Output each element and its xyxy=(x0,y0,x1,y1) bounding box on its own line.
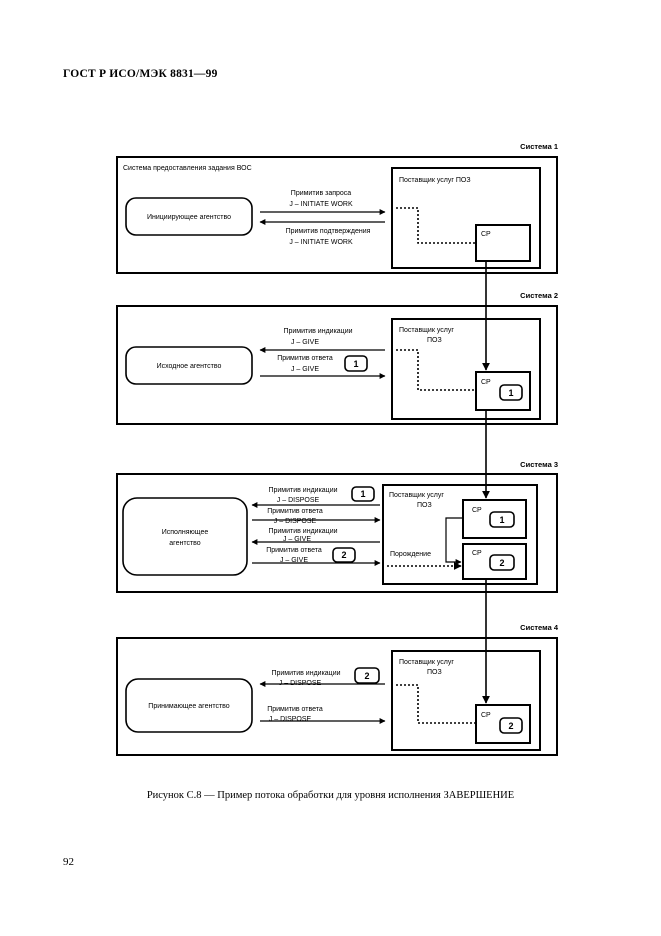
cp-4-badge-number: 2 xyxy=(508,721,513,731)
system-4-label: Система 4 xyxy=(520,623,559,632)
s4-msg2-label-1: Примитив ответа xyxy=(267,706,323,713)
s3-msg1-badge xyxy=(351,486,375,502)
system-4-box xyxy=(116,637,558,756)
system-1-label: Система 1 xyxy=(520,142,558,151)
page-number: 92 xyxy=(63,856,74,868)
s3-msg4-label-1: Примитив ответа xyxy=(266,547,322,554)
s2-msg1-label-1: Примитив индикации xyxy=(283,328,352,335)
spawn-label: Порождение xyxy=(390,551,431,558)
request-label-2: J – INITIATE WORK xyxy=(289,201,353,208)
s2-msg2-label-2: J – GIVE xyxy=(291,366,319,373)
cp-box-3b xyxy=(462,543,527,580)
system-3-label: Система 3 xyxy=(520,460,558,469)
service-system-title: Система предоставления задания ВОС xyxy=(123,165,252,172)
dotted-link-4 xyxy=(396,684,476,724)
s2-msg2-badge-number: 1 xyxy=(353,359,358,369)
s3-msg1-label-1: Примитив индикации xyxy=(268,487,337,494)
service-provider-box-4 xyxy=(391,650,541,751)
request-label-1: Примитив запроса xyxy=(291,190,352,197)
cp-box-2 xyxy=(475,371,531,411)
system-3-box xyxy=(116,473,558,593)
cp-label-1: СР xyxy=(481,231,491,238)
s3-msg1-label-2: J – DISPOSE xyxy=(277,497,320,504)
service-provider-box-1 xyxy=(391,167,541,269)
cp-3a-badge xyxy=(489,511,515,528)
executing-agency-label-2: агентство xyxy=(169,540,201,547)
system-2-label: Система 2 xyxy=(520,291,558,300)
s3-msg1-badge-number: 1 xyxy=(360,489,365,499)
cp-label-2: СР xyxy=(481,379,491,386)
initiating-agency-label: Инициирующее агентство xyxy=(147,214,231,221)
dotted-link-1 xyxy=(396,207,476,244)
confirm-label-1: Примитив подтверждения xyxy=(286,228,371,235)
service-provider-label-3a: Поставщик услуг xyxy=(389,492,444,499)
s2-msg2-label-1: Примитив ответа xyxy=(277,355,333,362)
cp-label-3a: СР xyxy=(472,507,482,514)
system-2-box xyxy=(116,305,558,425)
s4-msg1-label-2: J – DISPOSE xyxy=(279,680,322,687)
executing-agency-label-1: Исполняющее xyxy=(162,529,209,536)
receiving-agency-label: Принимающее агентство xyxy=(148,703,230,710)
service-provider-label-2a: Поставщик услуг xyxy=(399,327,454,334)
cp-box-4 xyxy=(475,704,531,744)
figure-caption: Рисунок С.8 — Пример потока обработки дл… xyxy=(146,790,515,801)
initiating-agency-box xyxy=(125,197,253,236)
service-provider-box-2 xyxy=(391,318,541,420)
s4-msg1-badge-number: 2 xyxy=(364,671,369,681)
s3-msg4-badge-number: 2 xyxy=(341,550,346,560)
service-provider-label-1: Поставщик услуг ПОЗ xyxy=(399,177,471,184)
s2-msg1-label-2: J – GIVE xyxy=(291,339,319,346)
s4-msg1-label-1: Примитив индикации xyxy=(271,670,340,677)
source-agency-box xyxy=(125,346,253,385)
cp-2-badge xyxy=(499,384,523,401)
confirm-label-2: J – INITIATE WORK xyxy=(289,239,353,246)
document-header: ГОСТ Р ИСО/МЭК 8831—99 xyxy=(63,68,218,80)
spawn-link xyxy=(445,517,463,565)
cp-2-badge-number: 1 xyxy=(508,388,513,398)
s3-msg4-badge xyxy=(332,547,356,563)
service-provider-box-3 xyxy=(382,484,538,585)
system-1-box xyxy=(116,156,558,274)
service-provider-label-3b: ПОЗ xyxy=(417,502,432,509)
cp-3b-badge-number: 2 xyxy=(499,558,504,568)
s3-msg2-label-1: Примитив ответа xyxy=(267,508,323,515)
s3-msg3-label-2: J – GIVE xyxy=(283,536,311,543)
cp-3b-badge xyxy=(489,554,515,571)
s3-msg2-label-2: J – DISPOSE xyxy=(274,518,317,525)
s3-msg4-label-2: J – GIVE xyxy=(280,557,308,564)
cp-box-3a xyxy=(462,499,527,539)
s4-msg2-label-2: J – DISPOSE xyxy=(269,716,312,723)
s4-msg1-badge xyxy=(354,667,380,684)
cp-box-1 xyxy=(475,224,531,262)
service-provider-label-4b: ПОЗ xyxy=(427,669,442,676)
cp-4-badge xyxy=(499,717,523,734)
service-provider-label-4a: Поставщик услуг xyxy=(399,659,454,666)
s3-msg3-label-1: Примитив индикации xyxy=(268,528,337,535)
cp-label-3b: СР xyxy=(472,550,482,557)
cp-label-4: СР xyxy=(481,712,491,719)
s2-msg2-badge xyxy=(344,355,368,372)
dotted-link-2 xyxy=(396,349,476,391)
service-provider-label-2b: ПОЗ xyxy=(427,337,442,344)
cp-3a-badge-number: 1 xyxy=(499,515,504,525)
receiving-agency-box xyxy=(125,678,253,733)
source-agency-label: Исходное агентство xyxy=(157,363,222,370)
executing-agency-box xyxy=(122,497,248,576)
